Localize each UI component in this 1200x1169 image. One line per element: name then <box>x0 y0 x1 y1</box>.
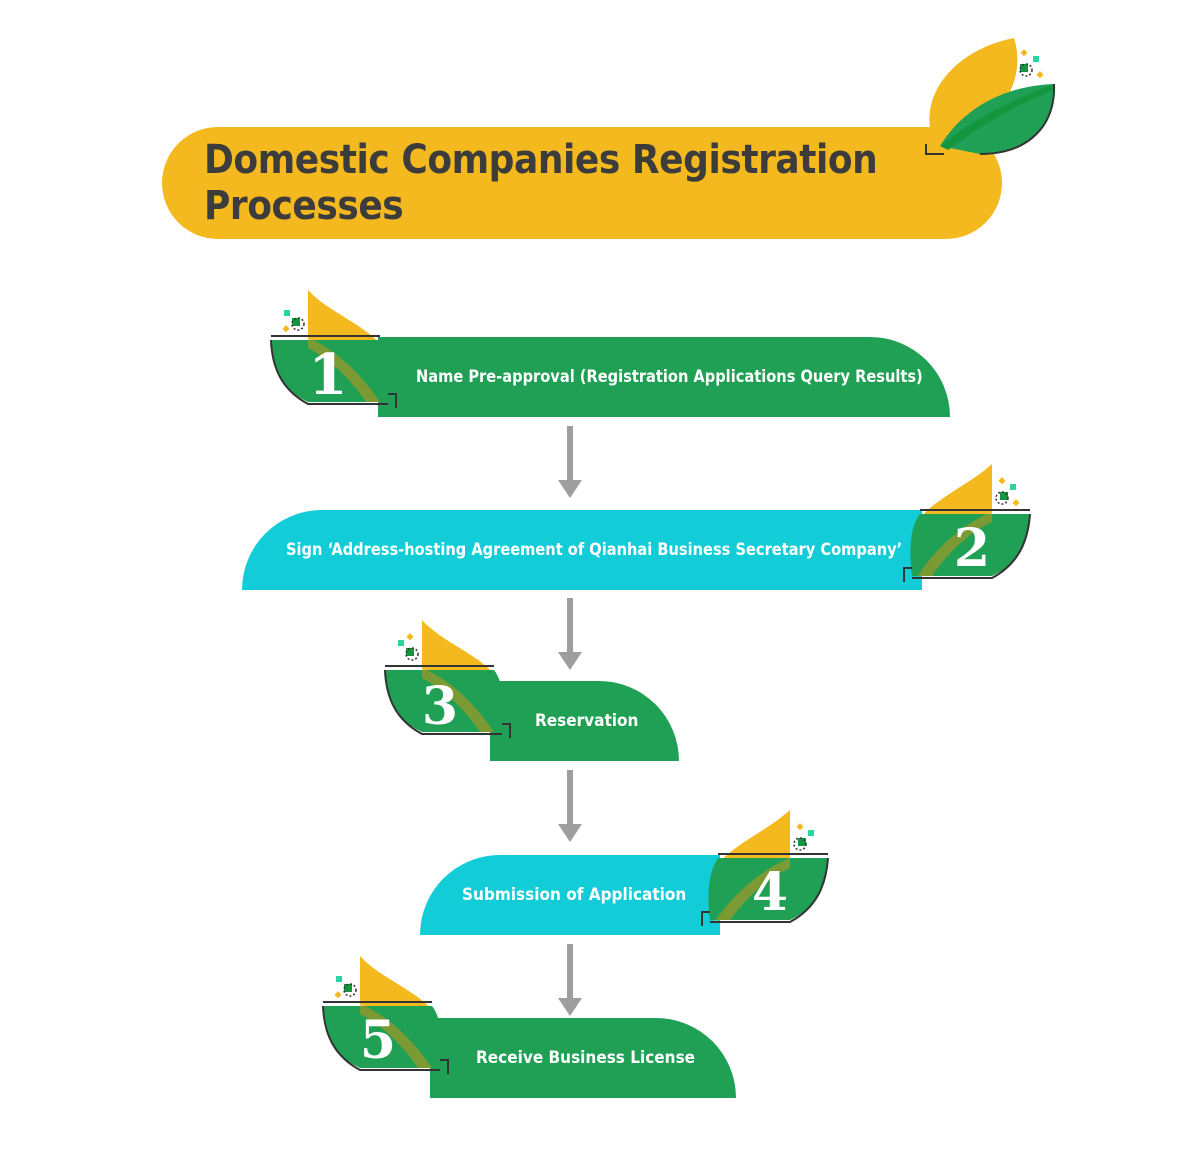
step-4-number: 4 <box>752 862 788 923</box>
title-pill <box>162 127 1002 239</box>
page-title: Domestic Companies Registration Processe… <box>204 137 878 229</box>
step-5-label: Receive Business License <box>476 1048 696 1068</box>
step-3-leaf-badge: 3 <box>384 620 511 738</box>
step-2-number: 2 <box>954 518 990 579</box>
step-2-leaf-badge: 2 <box>903 464 1031 582</box>
step-3-number: 3 <box>422 676 458 737</box>
step-1-leaf-badge: 1 <box>270 290 397 408</box>
arrow-down-icon <box>558 770 582 842</box>
step-5-leaf-badge: 5 <box>322 956 449 1074</box>
step-1-number: 1 <box>309 342 348 408</box>
step-4-bar <box>420 855 720 935</box>
step-1-bar <box>378 337 950 417</box>
step-3-label: Reservation <box>535 711 639 731</box>
arrow-down-icon <box>558 426 582 498</box>
step-2-bar <box>242 510 922 590</box>
step-2-label: Sign ‘Address-hosting Agreement of Qianh… <box>286 540 903 560</box>
step-4-label: Submission of Application <box>462 885 687 905</box>
step-4-leaf-badge: 4 <box>701 810 829 926</box>
arrow-down-icon <box>558 944 582 1016</box>
title-leaf-icon <box>925 38 1056 155</box>
step-5-bar <box>430 1018 736 1098</box>
step-1-label: Name Pre-approval (Registration Applicat… <box>416 367 923 387</box>
arrow-down-icon <box>558 598 582 670</box>
step-5-number: 5 <box>360 1010 396 1071</box>
